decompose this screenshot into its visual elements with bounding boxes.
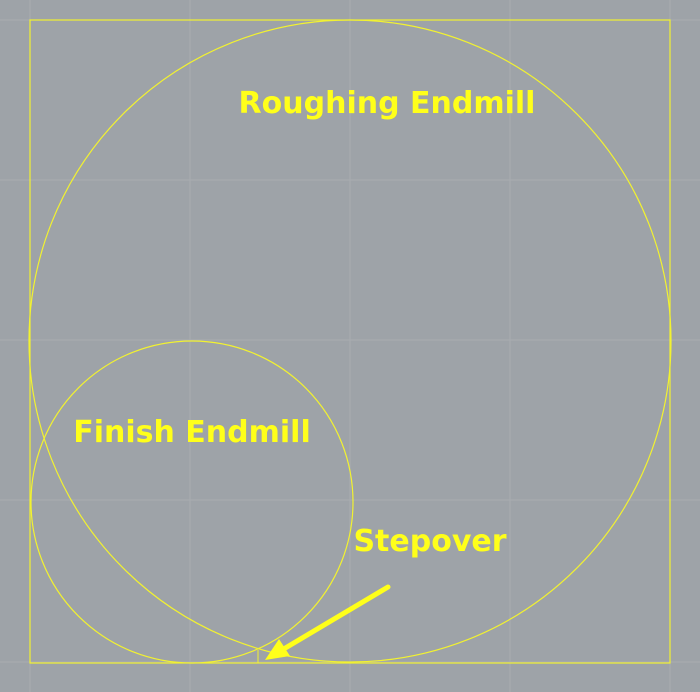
stepover-arrow-head <box>265 639 290 660</box>
stepover-label: Stepover <box>353 524 506 559</box>
roughing-endmill-circle <box>28 19 672 663</box>
stepover-arrow-shaft <box>279 584 391 653</box>
finish-endmill-circle <box>30 340 354 664</box>
finish-endmill-label: Finish Endmill <box>73 415 311 450</box>
roughing-endmill-label: Roughing Endmill <box>239 86 536 121</box>
